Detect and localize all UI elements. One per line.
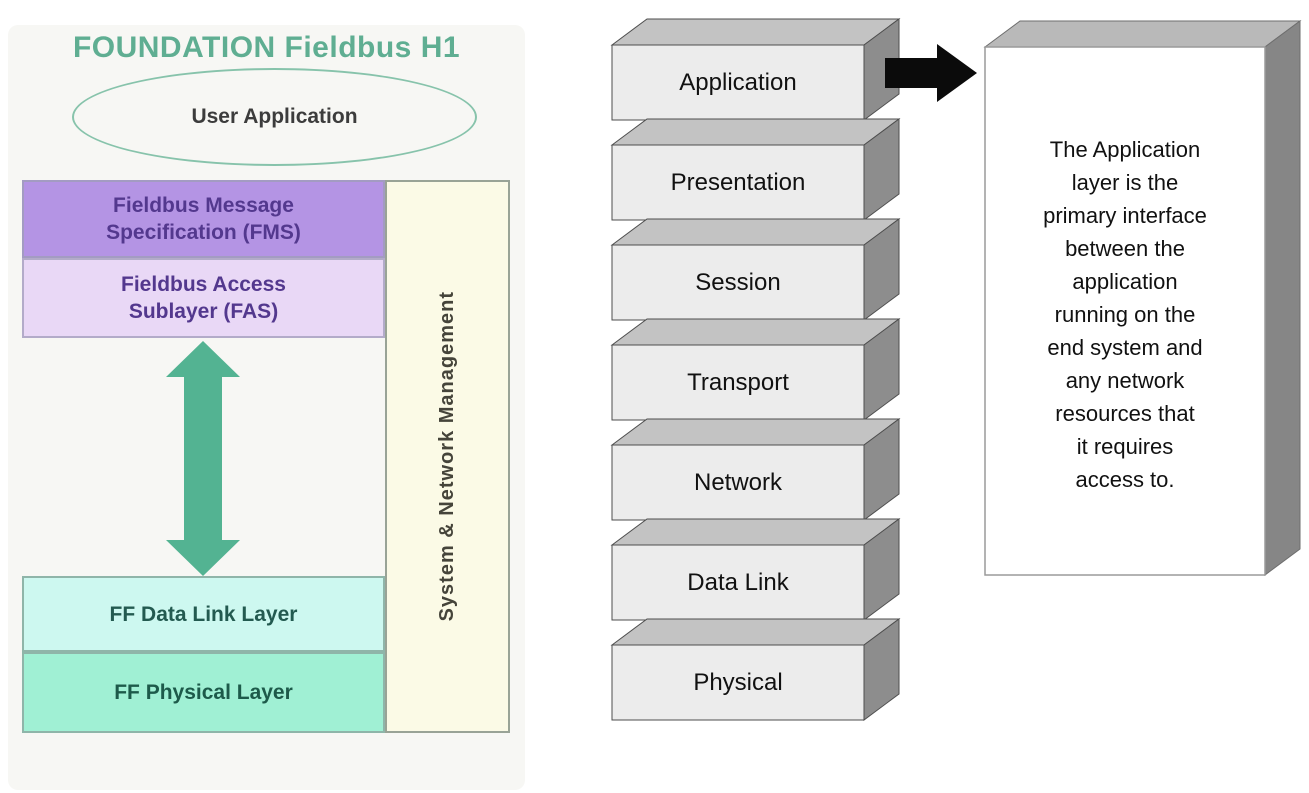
- osi-box-side-face: [863, 118, 900, 221]
- osi-label-transport: Transport: [687, 368, 789, 396]
- osi-box-top-face: [610, 18, 901, 46]
- osi-box-top-face: [610, 218, 901, 246]
- fieldbus-panel: FOUNDATION Fieldbus H1 User Application …: [8, 25, 525, 790]
- osi-label-application: Application: [679, 68, 797, 96]
- osi-label-physical: Physical: [693, 668, 783, 696]
- osi-label-data-link: Data Link: [687, 568, 789, 596]
- ff-physical-box: FF Physical Layer: [22, 652, 385, 733]
- osi-box-top-face: [610, 318, 901, 346]
- osi-box-side-face: [863, 518, 900, 621]
- osi-box-side-face: [863, 618, 900, 721]
- osi-box-top-face: [610, 518, 901, 546]
- callout-top-face: [983, 20, 1302, 48]
- ff-data-link-label: FF Data Link Layer: [109, 602, 298, 626]
- ff-data-link-box: FF Data Link Layer: [22, 576, 385, 652]
- osi-label-session: Session: [695, 268, 781, 296]
- osi-label-presentation: Presentation: [670, 168, 806, 196]
- panel-title: FOUNDATION Fieldbus H1: [72, 31, 461, 64]
- fas-label: Fieldbus Access Sublayer (FAS): [121, 273, 286, 323]
- fas-box: Fieldbus Access Sublayer (FAS): [22, 258, 385, 338]
- osi-box-side-face: [863, 318, 900, 421]
- osi-label-network: Network: [693, 468, 783, 496]
- osi-box-side-face: [863, 218, 900, 321]
- osi-box-side-face: [863, 418, 900, 521]
- callout-side-face: [1264, 20, 1301, 576]
- osi-box-side-face: [863, 18, 900, 121]
- fms-label: Fieldbus Message Specification (FMS): [106, 194, 301, 244]
- system-network-management-strip: System & Network Management: [385, 180, 510, 733]
- fms-box: Fieldbus Message Specification (FMS): [22, 180, 385, 258]
- osi-box-top-face: [610, 418, 901, 446]
- osi-box-top-face: [610, 118, 901, 146]
- ff-physical-label: FF Physical Layer: [114, 681, 293, 704]
- right-arrow-icon: [885, 44, 977, 102]
- callout-description: The Application layer is the primary int…: [1043, 137, 1207, 492]
- user-application-ellipse: User Application: [72, 68, 477, 166]
- system-network-management-label: System & Network Management: [436, 291, 458, 622]
- user-application-label: User Application: [191, 105, 358, 128]
- osi-box-top-face: [610, 618, 901, 646]
